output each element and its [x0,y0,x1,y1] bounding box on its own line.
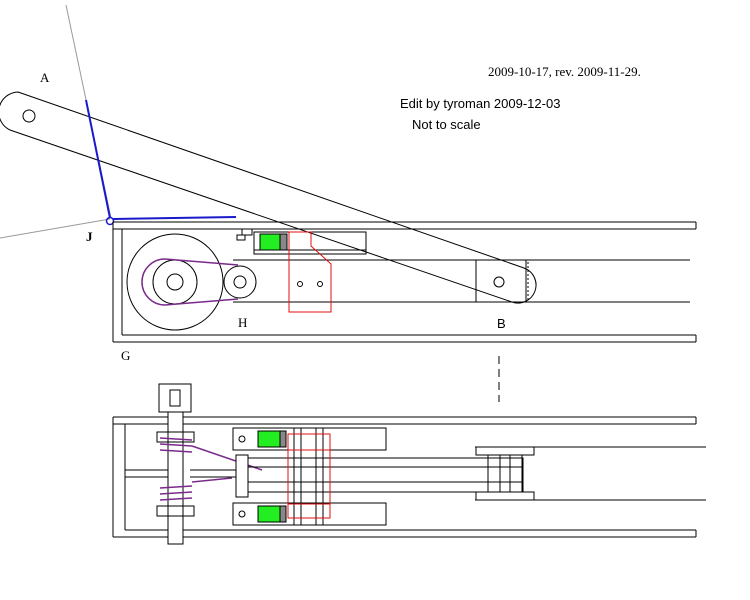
green-bearing-top-upper [257,430,281,448]
scale-note-text: Not to scale [412,117,481,132]
pivot-b-hole [493,276,505,288]
side-carriage [236,228,367,313]
side-view-frame [112,221,697,343]
pulley-assembly [126,233,257,331]
top-view-carriage [232,427,524,526]
label-h: H [238,315,247,330]
red-plate-side [288,231,332,313]
green-bearing-top-lower [257,505,281,523]
top-view-end-fork [475,446,535,501]
top-view-pulley [235,454,249,498]
top-view-shaft [156,383,263,545]
edit-note-text: Edit by tyroman 2009-12-03 [400,96,560,111]
label-b: B [497,316,506,331]
label-j: J [86,229,93,244]
label-g: G [121,348,130,363]
date-revision-text: 2009-10-17, rev. 2009-11-29. [488,64,641,79]
green-bearing-side [259,233,281,251]
top-view-frame [112,416,706,538]
blue-linkage [85,99,237,226]
pivot-a-hole [22,109,36,123]
label-a: A [40,70,50,85]
red-plate-top [287,433,331,519]
